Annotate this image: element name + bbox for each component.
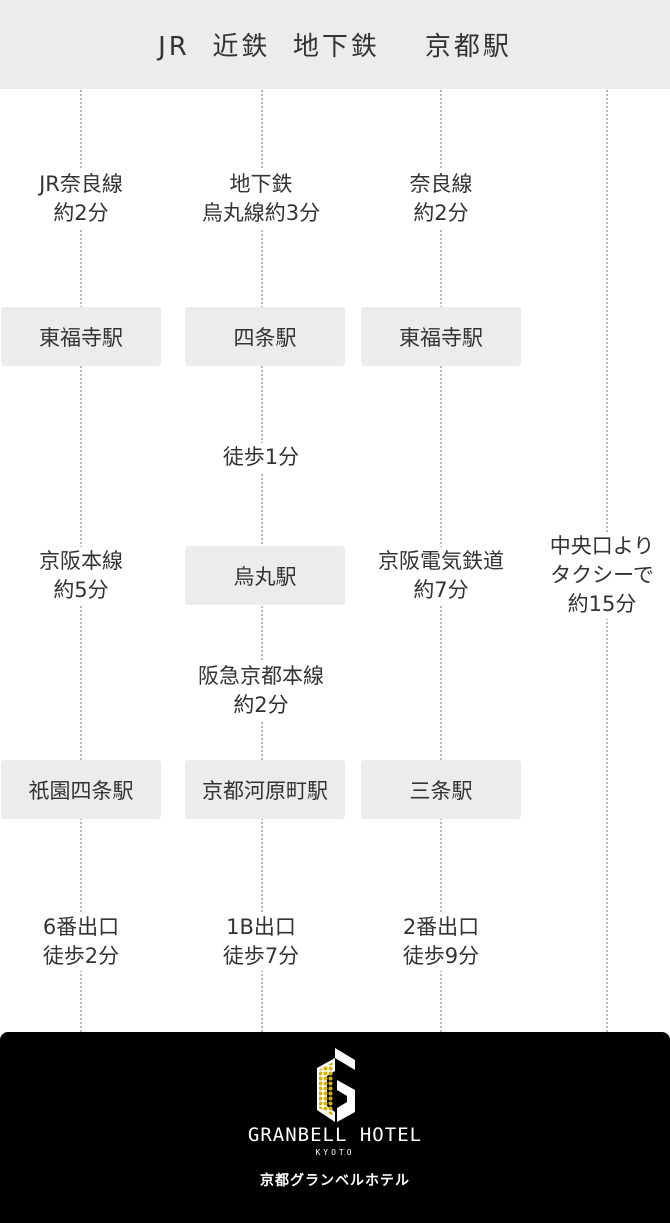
station-box: 祇園四条駅 (1, 760, 161, 819)
hotel-brand-city: KYOTO (315, 1148, 355, 1157)
hotel-name-japanese: 京都グランベルホテル (260, 1173, 410, 1189)
route-label: 阪急京都本線約2分 (171, 662, 351, 720)
route-label: 京阪本線約5分 (0, 547, 171, 605)
route-label: 地下鉄烏丸線約3分 (171, 170, 351, 228)
walk-label: 徒歩1分 (171, 443, 351, 472)
route-label: 京阪電気鉄道約7分 (351, 547, 531, 605)
exit-label: 2番出口徒歩9分 (351, 913, 531, 971)
building-logo-icon (317, 1048, 355, 1122)
station-box: 三条駅 (361, 760, 521, 819)
station-box: 東福寺駅 (361, 307, 521, 366)
route-label: 奈良線約2分 (351, 170, 531, 228)
taxi-route-label: 中央口よりタクシーで約15分 (532, 532, 670, 619)
exit-label: 1B出口徒歩7分 (171, 913, 351, 971)
station-box: 京都河原町駅 (185, 760, 345, 819)
station-box: 烏丸駅 (185, 546, 345, 605)
departure-station-title: JR 近鉄 地下鉄 京都駅 (158, 32, 512, 62)
station-box: 四条駅 (185, 307, 345, 366)
station-box: 東福寺駅 (1, 307, 161, 366)
hotel-brand-name: GRANBELL HOTEL (247, 1124, 423, 1146)
route-label: JR奈良線約2分 (0, 170, 171, 228)
exit-label: 6番出口徒歩2分 (0, 913, 171, 971)
departure-station-header: JR 近鉄 地下鉄 京都駅 (0, 0, 670, 89)
